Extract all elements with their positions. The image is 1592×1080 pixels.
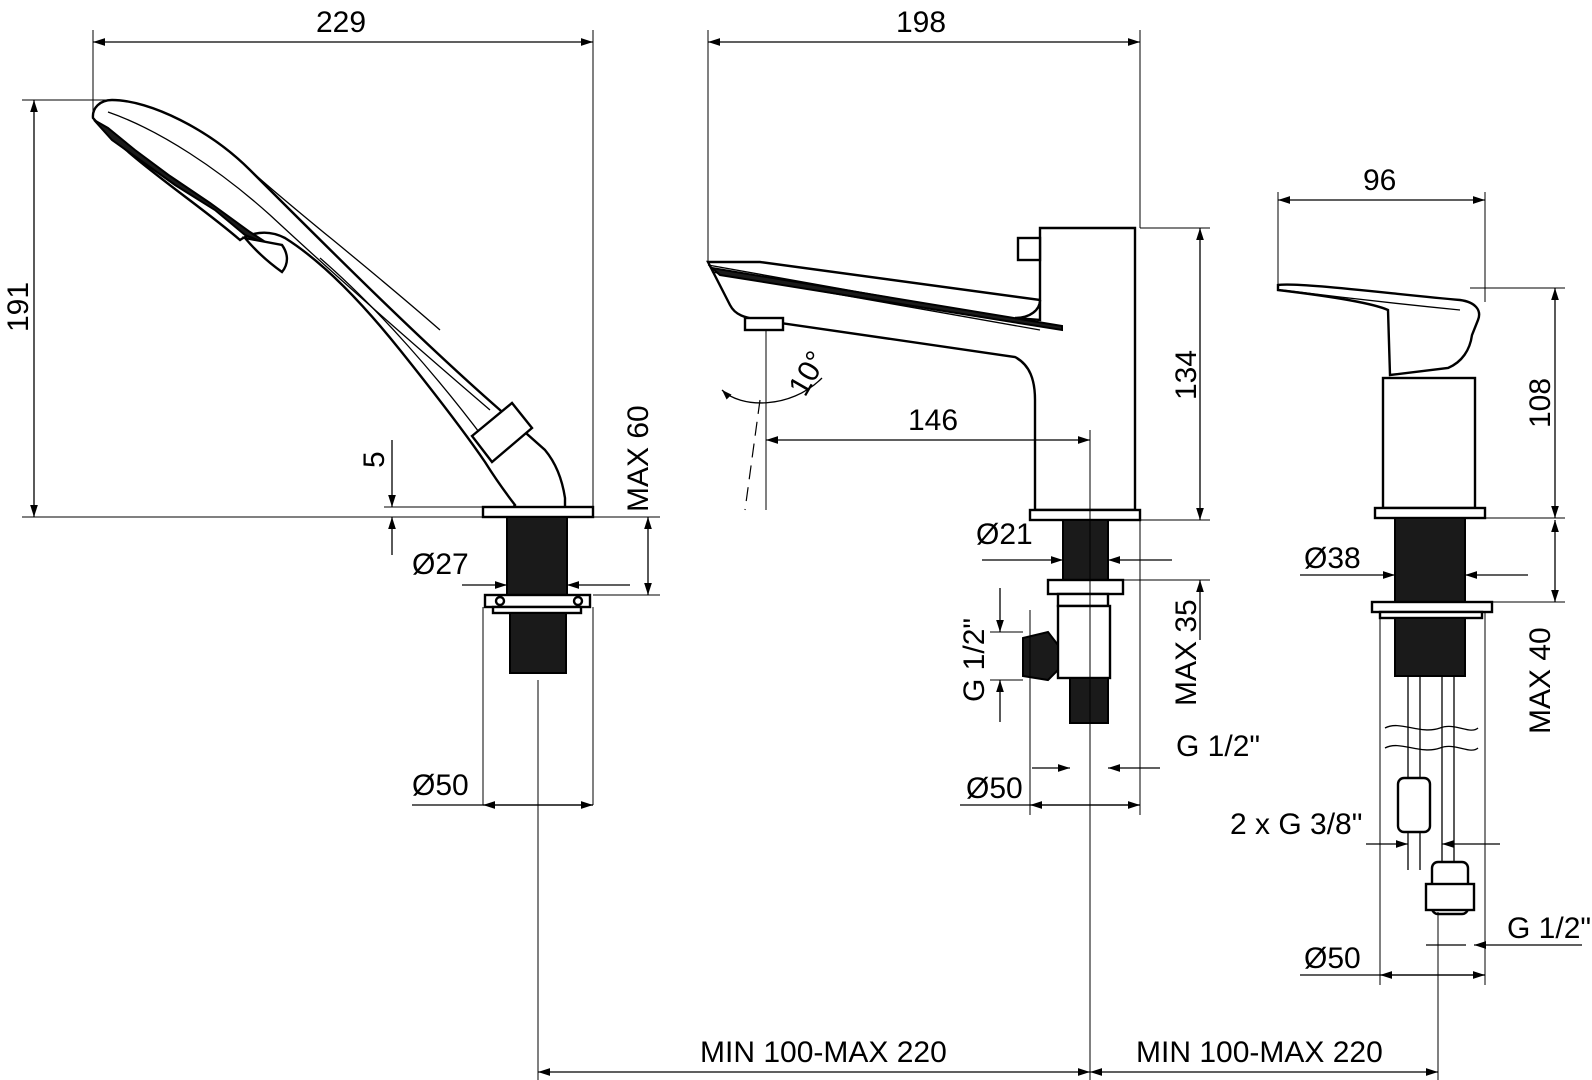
mixer-inlet-label: G 1/2" [1507, 912, 1591, 945]
mixer-height-label: 108 [1524, 378, 1557, 428]
spout-max-deck-label: MAX 35 [1170, 599, 1203, 706]
mixer-width-label: 96 [1363, 164, 1396, 197]
shower-max-deck-label: MAX 60 [622, 405, 655, 512]
spout-height-label: 134 [1170, 350, 1203, 400]
spacing-right-label: MIN 100-MAX 220 [1136, 1036, 1383, 1069]
spout-flange-dia-label: Ø50 [966, 772, 1023, 805]
shower-width-label: 229 [316, 6, 366, 39]
hand-shower [91, 98, 595, 674]
mixer-flange-dia-label: Ø50 [1304, 942, 1361, 975]
spout-angle-label: 10° [782, 346, 833, 402]
spout-reach-label: 146 [908, 404, 958, 437]
mixer-hoses-label: 2 x G 3/8" [1230, 808, 1362, 841]
shower-dimension-lines [22, 30, 660, 1080]
spout [706, 226, 1142, 724]
shower-shank-dia-label: Ø27 [412, 548, 469, 581]
shower-offset-label: 5 [358, 451, 391, 468]
spout-inlet-side-label: G 1/2" [958, 618, 991, 702]
mixer-shank-dia-label: Ø38 [1304, 542, 1361, 575]
spacing-left-label: MIN 100-MAX 220 [700, 1036, 947, 1069]
mixer-max-deck-label: MAX 40 [1524, 627, 1557, 734]
mixer [1276, 283, 1494, 916]
shower-height-label: 191 [2, 282, 35, 332]
spout-inlet-bottom-label: G 1/2" [1176, 730, 1260, 763]
spout-shank-dia-label: Ø21 [976, 518, 1033, 551]
spout-dimension-lines [707, 30, 1210, 1080]
mixer-dimension-lines [1277, 192, 1582, 1080]
shower-flange-dia-label: Ø50 [412, 769, 469, 802]
spout-width-label: 198 [896, 6, 946, 39]
